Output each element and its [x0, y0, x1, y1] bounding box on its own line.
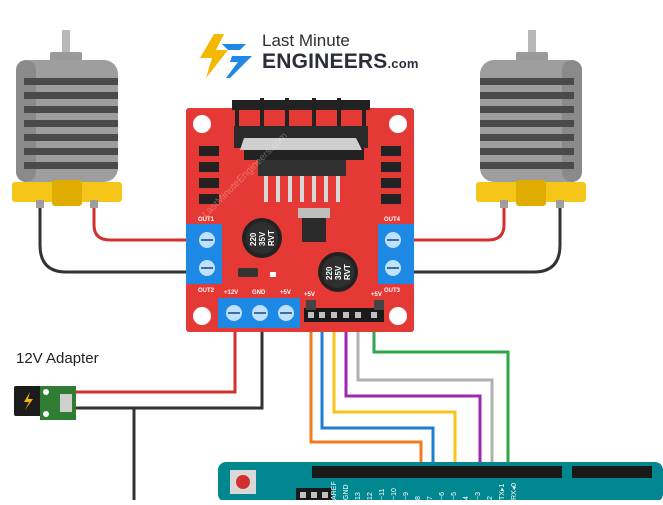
arduino-pin-label: TX▸1	[499, 484, 506, 500]
logo-line2: ENGINEERS.com	[262, 50, 419, 76]
arduino-pin-label: 4	[463, 496, 470, 500]
cap1-value: 220	[249, 232, 258, 246]
arduino-pin-label: ~11	[379, 489, 386, 500]
arduino-pin-label: 7	[427, 496, 434, 500]
lightning-logo-icon	[200, 34, 252, 78]
cap2-voltage: 35V	[334, 265, 343, 280]
label-pin-gnd: GND	[252, 290, 266, 296]
cap2-brand: RVT	[343, 264, 352, 280]
label-pin-12v: +12V	[224, 290, 238, 296]
arduino-board	[218, 462, 663, 502]
arduino-pin-label: 13	[355, 492, 362, 500]
label-out1: OUT1	[198, 217, 215, 223]
power-wires	[76, 322, 264, 500]
control-wires	[309, 320, 510, 468]
lightning-adapter-icon	[24, 392, 33, 410]
adapter-label: 12V Adapter	[16, 350, 99, 367]
arduino-pin-label: 8	[415, 496, 422, 500]
arduino-pin-labels: AREF GND 13 12 ~11 ~10 ~9 8 7 ~6 ~5 4 ~3…	[331, 481, 518, 500]
motor-wires	[38, 201, 562, 274]
l298n-driver-board: LastMinuteEngineers.com OUT1 OUT2 OUT4 O…	[186, 98, 414, 332]
arduino-pin-label: 12	[367, 492, 374, 500]
logo-wordmark: ENGINEERS	[262, 50, 388, 73]
label-pin-5v-right: +5V	[371, 292, 382, 298]
arduino-pin-label: ~9	[403, 492, 410, 500]
label-out3: OUT3	[384, 288, 401, 294]
label-pin-5v: +5V	[280, 290, 291, 296]
cap1-brand: RVT	[267, 230, 276, 246]
arduino-pin-label: RX◂0	[511, 483, 518, 500]
motor-right	[476, 30, 586, 208]
arduino-pin-label: GND	[343, 484, 350, 500]
arduino-pin-label: 2	[487, 496, 494, 500]
arduino-pin-label: ~3	[475, 492, 482, 500]
label-pin-5v-left: +5V	[304, 292, 315, 298]
label-out2: OUT2	[198, 288, 215, 294]
arduino-pin-label: ~10	[391, 488, 398, 500]
arduino-pin-label: ~5	[451, 492, 458, 500]
cap1-voltage: 35V	[258, 231, 267, 246]
arduino-pin-label: ~6	[439, 492, 446, 500]
dc-jack	[14, 386, 76, 420]
motor-left	[12, 30, 122, 208]
logo-suffix: .com	[387, 56, 419, 71]
label-out4: OUT4	[384, 217, 401, 223]
cap2-value: 220	[325, 266, 334, 280]
arduino-pin-label: AREF	[331, 481, 338, 500]
logo[interactable]: Last Minute ENGINEERS.com	[262, 32, 419, 76]
logo-line1: Last Minute	[262, 31, 350, 50]
